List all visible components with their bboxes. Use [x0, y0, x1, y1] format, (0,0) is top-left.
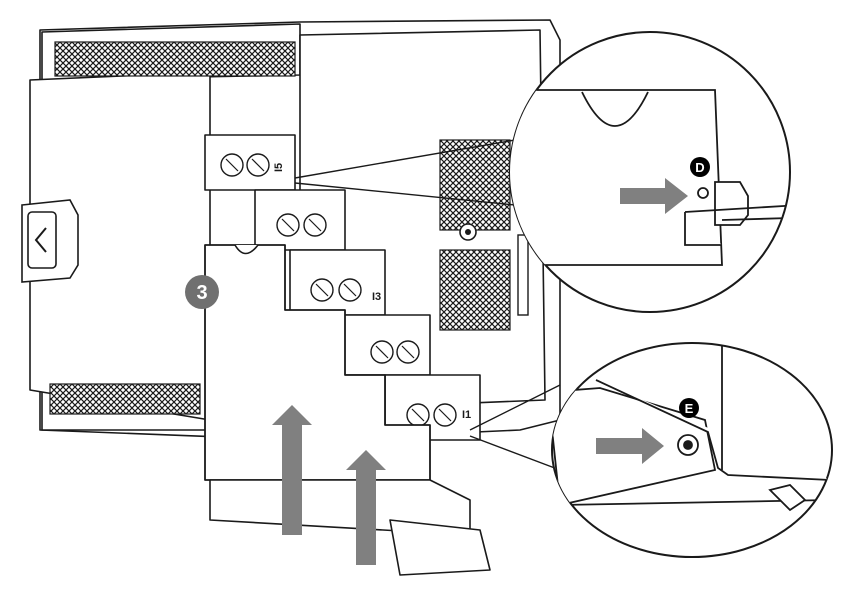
- detail-view-bottom: E: [551, 342, 833, 558]
- terminal-label-i5: I5: [273, 163, 285, 172]
- up-arrow-icon: [272, 405, 312, 535]
- step-number: 3: [196, 282, 207, 304]
- detail-letter-e: E: [685, 401, 694, 416]
- side-vent-lower: [439, 249, 511, 331]
- detail-badge-e: E: [679, 398, 699, 418]
- step-badge: 3: [185, 275, 219, 309]
- side-vent-upper: [439, 139, 511, 231]
- right-arrow-icon: [620, 178, 688, 214]
- detail-letter-d: D: [695, 160, 704, 175]
- terminal-label-i3: I3: [372, 291, 381, 303]
- bottom-vent: [49, 383, 201, 415]
- leader-lines: [294, 139, 561, 471]
- top-vent: [54, 41, 296, 77]
- right-arrow-icon: [596, 428, 664, 464]
- cover-base: [209, 479, 491, 576]
- terminal-label-i1: I1: [462, 409, 471, 421]
- chevron-left-icon: [34, 227, 47, 253]
- detail-badge-d: D: [690, 157, 710, 177]
- up-arrow-icon: [346, 450, 386, 565]
- detail-view-top: D: [509, 31, 791, 313]
- side-latch: [21, 199, 79, 283]
